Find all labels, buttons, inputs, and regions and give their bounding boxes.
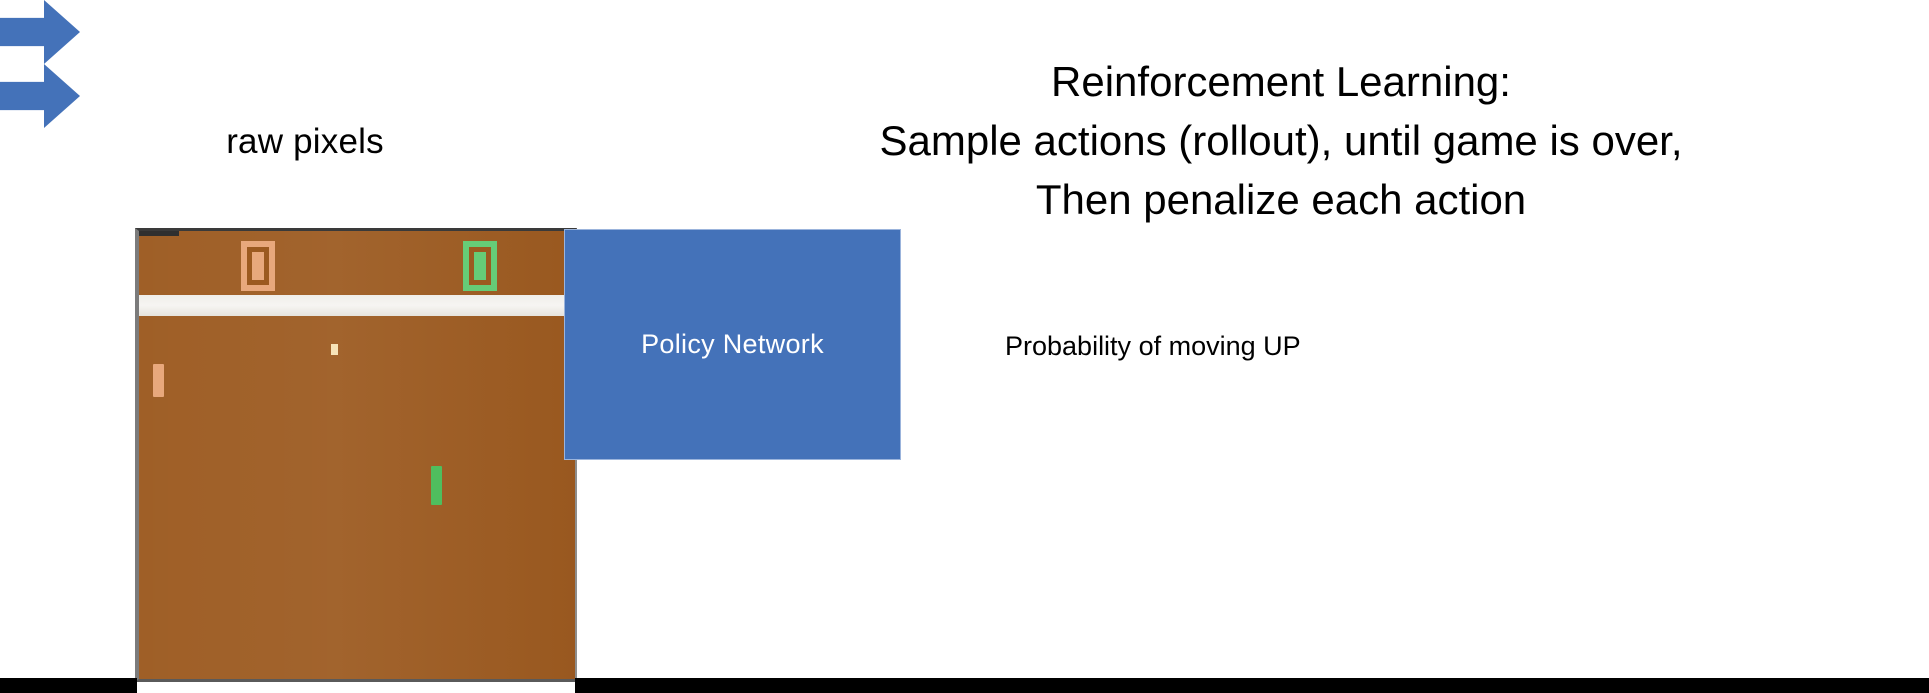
pong-score-divider-band xyxy=(139,295,575,316)
pong-score-left xyxy=(241,241,275,291)
bottom-bar-right xyxy=(575,678,1929,693)
slide-title: Reinforcement Learning: Sample actions (… xyxy=(700,52,1862,229)
title-line-2: Sample actions (rollout), until game is … xyxy=(879,117,1683,164)
pong-paddle-left xyxy=(153,364,164,397)
pong-game-screenshot xyxy=(135,228,577,682)
policy-network-box[interactable]: Policy Network xyxy=(564,229,901,460)
right-arrow-icon-output xyxy=(0,64,80,128)
policy-network-label: Policy Network xyxy=(641,329,824,359)
pong-paddle-right xyxy=(431,466,442,505)
pong-top-nick xyxy=(139,231,179,236)
title-line-3: Then penalize each action xyxy=(1035,176,1527,223)
digit-zero-glyph xyxy=(247,247,269,285)
output-probability-label: Probability of moving UP xyxy=(1005,331,1301,361)
title-line-1: Reinforcement Learning: xyxy=(1051,58,1511,105)
pong-ball xyxy=(331,344,338,355)
right-arrow-icon-input xyxy=(0,0,80,64)
pong-score-right xyxy=(463,241,497,291)
digit-zero-glyph xyxy=(469,247,491,285)
bottom-bar-left xyxy=(0,678,137,693)
raw-pixels-caption: raw pixels xyxy=(226,122,384,161)
